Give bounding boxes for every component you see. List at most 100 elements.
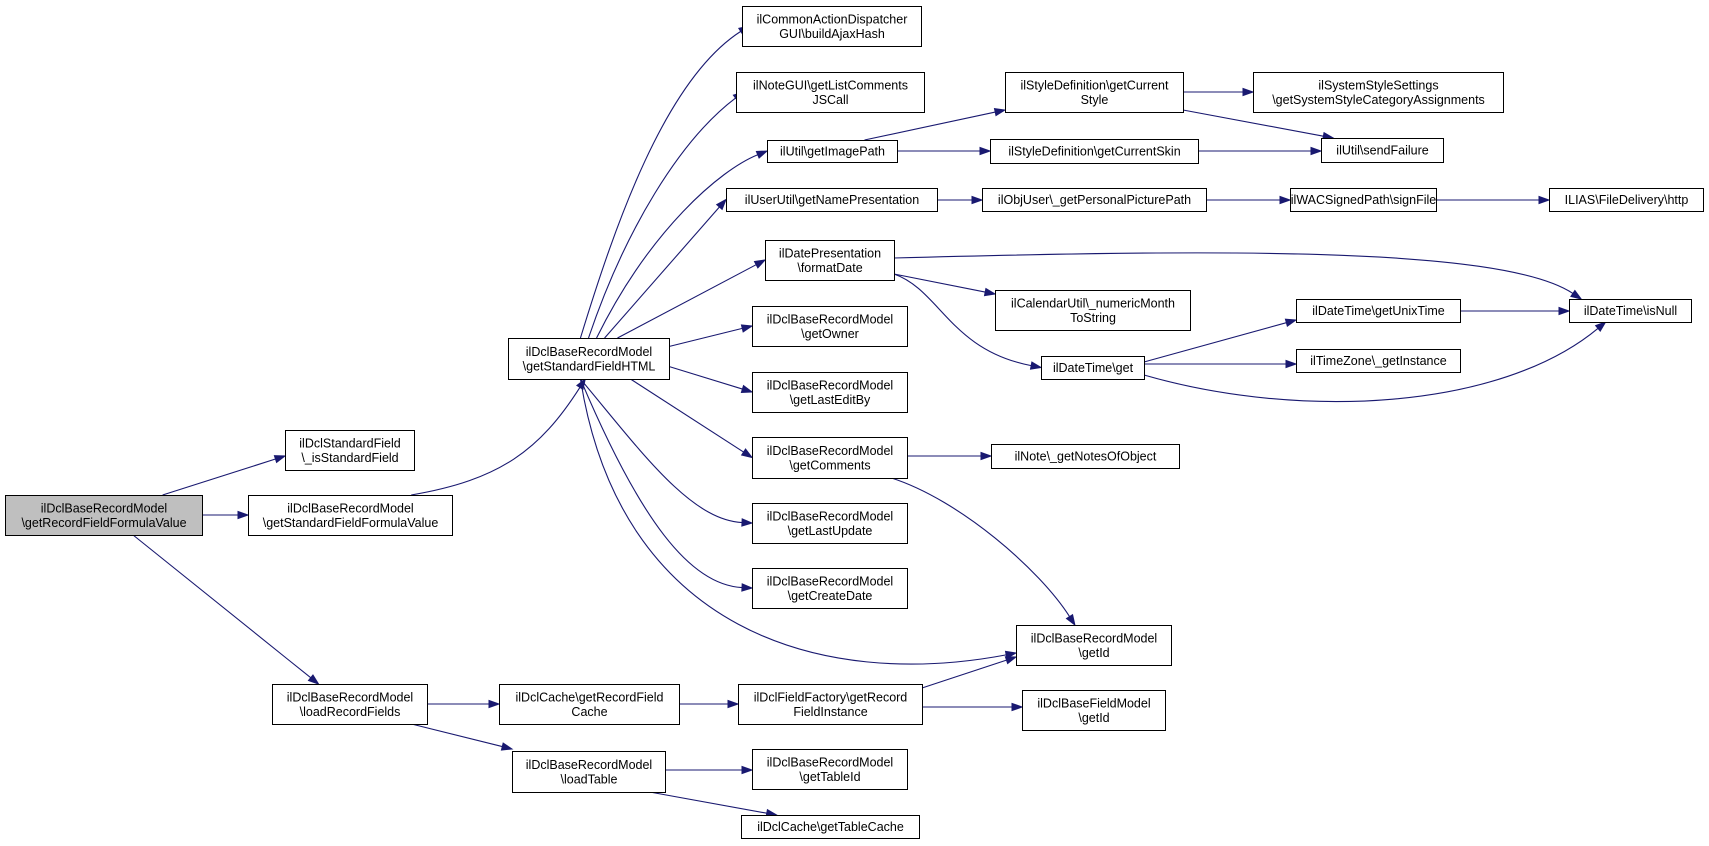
node-box bbox=[752, 306, 908, 347]
node-notesObj[interactable]: ilNote\_getNotesOfObject bbox=[991, 444, 1180, 469]
node-isNull[interactable]: ilDateTime\isNull bbox=[1569, 299, 1692, 323]
edge-getStdHTML-to-comments bbox=[630, 378, 754, 459]
node-box bbox=[726, 188, 938, 212]
node-box bbox=[765, 240, 895, 281]
edge-line bbox=[921, 659, 1007, 689]
node-loadTable[interactable]: ilDclBaseRecordModel\loadTable bbox=[512, 751, 666, 793]
edge-line bbox=[162, 458, 276, 496]
edge-fieldInst-to-fieldId bbox=[922, 702, 1024, 712]
node-label: ilObjUser\_getPersonalPicturePath bbox=[998, 193, 1191, 207]
edge-getStdHTML-to-namePres bbox=[604, 198, 727, 339]
node-loadRF[interactable]: ilDclBaseRecordModel\loadRecordFields bbox=[272, 684, 428, 725]
node-createDate[interactable]: ilDclBaseRecordModel\getCreateDate bbox=[752, 568, 908, 609]
arrowhead bbox=[1310, 146, 1323, 156]
edge-curStyle-to-sendFail bbox=[1182, 109, 1335, 141]
node-label: \getCreateDate bbox=[788, 589, 873, 603]
node-getOwner[interactable]: ilDclBaseRecordModel\getOwner bbox=[752, 306, 908, 347]
edge-getStdFV-to-getStdHTML bbox=[411, 377, 587, 496]
node-getStdHTML[interactable]: ilDclBaseRecordModel\getStandardFieldHTM… bbox=[508, 338, 670, 380]
node-label: ilNote\_getNotesOfObject bbox=[1015, 450, 1157, 464]
node-fmtDate[interactable]: ilDatePresentation\formatDate bbox=[765, 240, 895, 281]
node-box bbox=[752, 568, 908, 609]
node-getStdFV[interactable]: ilDclBaseRecordModel\getStandardFieldFor… bbox=[248, 495, 453, 536]
arrowhead bbox=[1284, 318, 1298, 327]
edge-dtGet-to-unixTime bbox=[1143, 318, 1298, 363]
node-box bbox=[272, 684, 428, 725]
edge-line bbox=[579, 378, 1007, 665]
node-curSkin[interactable]: ilStyleDefinition\getCurrentSkin bbox=[990, 139, 1199, 164]
edge-line bbox=[891, 477, 1071, 617]
arrowhead bbox=[488, 699, 501, 709]
arrowhead bbox=[983, 287, 997, 297]
edge-line bbox=[893, 273, 1032, 367]
node-dtGet[interactable]: ilDateTime\get bbox=[1041, 356, 1145, 380]
node-imgPath[interactable]: ilUtil\getImagePath bbox=[767, 140, 898, 163]
node-label: ilDclBaseRecordModel bbox=[526, 758, 652, 772]
edge-imgPath-to-curSkin bbox=[897, 146, 992, 156]
node-box bbox=[508, 338, 670, 380]
node-label: \getComments bbox=[789, 458, 870, 472]
node-box bbox=[752, 372, 908, 413]
edge-picPath-to-signFile bbox=[1206, 195, 1292, 205]
arrowhead bbox=[741, 583, 754, 592]
edge-imgPath-to-curStyle bbox=[864, 107, 1007, 141]
node-box bbox=[995, 290, 1191, 331]
node-label: ilCommonActionDispatcher bbox=[757, 12, 908, 26]
node-tzInst[interactable]: ilTimeZone\_getInstance bbox=[1296, 349, 1461, 373]
edge-line bbox=[587, 97, 736, 339]
node-lastUpd[interactable]: ilDclBaseRecordModel\getLastUpdate bbox=[752, 503, 908, 544]
edge-line bbox=[864, 111, 996, 141]
edge-line bbox=[604, 206, 720, 339]
node-label: ilDateTime\isNull bbox=[1584, 304, 1677, 318]
node-lastEdit[interactable]: ilDclBaseRecordModel\getLastEditBy bbox=[752, 372, 908, 413]
node-label: ilDclBaseRecordModel bbox=[1031, 631, 1157, 645]
node-label: ilDateTime\get bbox=[1053, 361, 1134, 375]
node-box bbox=[736, 72, 925, 113]
edge-line bbox=[617, 264, 757, 339]
node-box bbox=[1296, 299, 1461, 323]
node-unixTime[interactable]: ilDateTime\getUnixTime bbox=[1296, 299, 1461, 323]
arrowhead bbox=[980, 451, 993, 461]
node-box bbox=[738, 684, 923, 725]
node-tableId[interactable]: ilDclBaseRecordModel\getTableId bbox=[752, 749, 908, 790]
node-picPath[interactable]: ilObjUser\_getPersonalPicturePath bbox=[982, 188, 1207, 212]
node-http[interactable]: ILIAS\FileDelivery\http bbox=[1549, 188, 1704, 212]
node-root[interactable]: ilDclBaseRecordModel\getRecordFieldFormu… bbox=[5, 495, 203, 536]
node-box bbox=[752, 437, 908, 479]
node-label: GUI\buildAjaxHash bbox=[779, 27, 885, 41]
node-isStd[interactable]: ilDclStandardField\_isStandardField bbox=[285, 430, 415, 471]
arrowhead bbox=[755, 150, 769, 159]
node-namePres[interactable]: ilUserUtil\getNamePresentation bbox=[726, 188, 938, 212]
edge-line bbox=[579, 378, 743, 589]
node-ajaxHash[interactable]: ilCommonActionDispatcherGUI\buildAjaxHas… bbox=[742, 6, 922, 47]
node-recId[interactable]: ilDclBaseRecordModel\getId bbox=[1016, 625, 1172, 666]
node-label: ToString bbox=[1070, 311, 1116, 325]
arrowhead bbox=[715, 198, 727, 211]
node-styleCat[interactable]: ilSystemStyleSettings\getSystemStyleCate… bbox=[1253, 72, 1504, 113]
node-tableCache[interactable]: ilDclCache\getTableCache bbox=[741, 815, 920, 839]
node-label: \getTableId bbox=[799, 770, 860, 784]
arrowhead bbox=[307, 674, 320, 685]
node-label: \loadTable bbox=[561, 772, 618, 786]
node-label: \getOwner bbox=[801, 327, 859, 341]
node-signFile[interactable]: ilWACSignedPath\signFile bbox=[1290, 188, 1437, 212]
node-box bbox=[1549, 188, 1704, 212]
edge-getStdHTML-to-lastUpd bbox=[580, 378, 754, 527]
arrowhead bbox=[1594, 321, 1607, 333]
arrowhead bbox=[740, 324, 754, 333]
node-box bbox=[1005, 72, 1184, 113]
arrowhead bbox=[237, 510, 250, 520]
node-fieldId[interactable]: ilDclBaseFieldModel\getId bbox=[1022, 690, 1166, 731]
edges-layer bbox=[132, 25, 1607, 818]
node-comments[interactable]: ilDclBaseRecordModel\getComments bbox=[752, 437, 908, 479]
node-label: ilTimeZone\_getInstance bbox=[1310, 354, 1446, 368]
node-sendFail[interactable]: ilUtil\sendFailure bbox=[1321, 138, 1444, 163]
arrowhead bbox=[1538, 195, 1551, 205]
arrowhead bbox=[740, 384, 754, 394]
edge-line bbox=[596, 154, 758, 339]
